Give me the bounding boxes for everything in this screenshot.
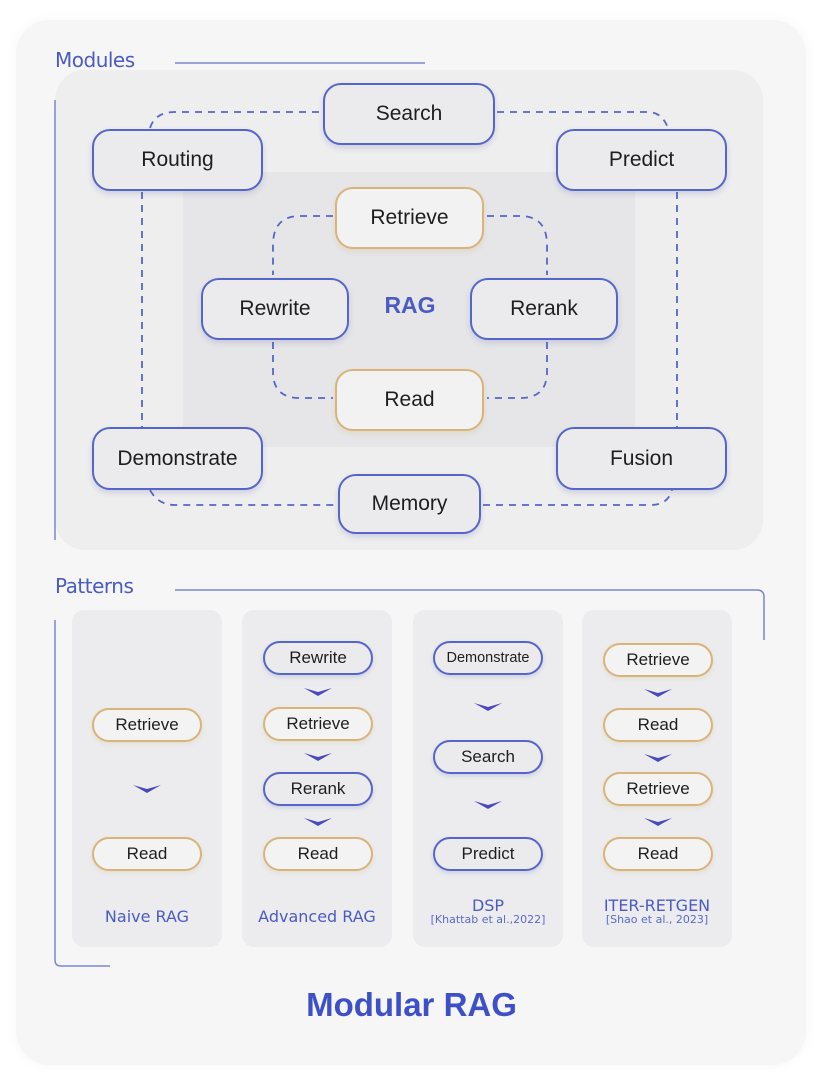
rag-rewrite-label: Rewrite: [239, 297, 311, 320]
diagram-title: Modular RAG: [306, 986, 517, 1023]
rag-read-label: Read: [384, 388, 435, 411]
pattern-step: Retrieve: [603, 772, 713, 806]
module-search-label: Search: [375, 102, 443, 125]
chevron-down-icon: [474, 801, 502, 809]
pattern-step-label: Read: [297, 844, 339, 863]
pattern-step-label: Retrieve: [626, 779, 690, 798]
module-routing-label: Routing: [141, 148, 214, 171]
rag-center-label: RAG: [384, 292, 436, 318]
chevron-down-icon: [644, 754, 672, 762]
module-fusion: Fusion: [556, 427, 727, 490]
rag-rewrite: Rewrite: [201, 278, 349, 340]
pattern-step: Search: [433, 740, 543, 774]
pattern-citation: [Shao et al., 2023]: [605, 913, 709, 926]
pattern-step-label: Rerank: [290, 779, 346, 798]
chevron-down-icon: [304, 753, 332, 761]
module-fusion-label: Fusion: [609, 446, 674, 470]
patterns-bracket-line: [54, 620, 110, 967]
chevron-down-icon: [644, 818, 672, 826]
pattern-step: Read: [263, 837, 373, 871]
pattern-step-label: Rewrite: [289, 648, 347, 667]
pattern-step-label: Predict: [461, 844, 515, 863]
module-search: Search: [323, 83, 495, 145]
pattern-step: Predict: [433, 837, 543, 871]
modules-label: Modules: [55, 48, 135, 72]
pattern-step: Retrieve: [603, 643, 713, 677]
outer-dashed-ring: [141, 111, 678, 506]
pattern-step: Demonstrate: [433, 641, 543, 675]
pattern-step-label: Search: [461, 747, 515, 766]
pattern-step-label: Retrieve: [286, 714, 350, 733]
rag-read: Read: [335, 369, 484, 431]
module-memory-label: Memory: [371, 492, 448, 515]
pattern-step: Rewrite: [263, 641, 373, 675]
module-demonstrate-label: Demonstrate: [117, 446, 238, 470]
pattern-naive-rag: [72, 610, 222, 947]
patterns-header-line: [175, 589, 765, 640]
rag-retrieve: Retrieve: [335, 187, 484, 249]
pattern-step-label: Retrieve: [115, 715, 179, 734]
module-predict: Predict: [556, 129, 727, 191]
pattern-step-label: Retrieve: [626, 650, 690, 669]
chevron-down-icon: [304, 818, 332, 826]
pattern-title: Advanced RAG: [258, 907, 376, 926]
module-demonstrate: Demonstrate: [92, 427, 263, 490]
pattern-step: Rerank: [263, 772, 373, 806]
pattern-step: Read: [603, 837, 713, 871]
chevron-down-icon: [644, 689, 672, 697]
inner-dashed-ring: [272, 215, 548, 399]
pattern-step: Retrieve: [92, 708, 202, 742]
module-predict-label: Predict: [608, 148, 675, 171]
pattern-step-label: Demonstrate: [446, 650, 530, 666]
patterns-label: Patterns: [55, 574, 134, 598]
pattern-title: ITER-RETGEN: [603, 896, 711, 915]
chevron-down-icon: [133, 785, 161, 793]
pattern-citation: [Khattab et al.,2022]: [430, 913, 546, 926]
pattern-step: Read: [92, 837, 202, 871]
module-memory: Memory: [338, 474, 481, 534]
pattern-step: Retrieve: [263, 707, 373, 741]
module-routing: Routing: [92, 129, 263, 191]
pattern-step-label: Read: [126, 844, 168, 863]
pattern-title: Naive RAG: [104, 907, 190, 926]
rag-retrieve-label: Retrieve: [370, 206, 449, 229]
pattern-step-label: Read: [637, 844, 679, 863]
pattern-step: Read: [603, 708, 713, 742]
chevron-down-icon: [304, 688, 332, 696]
rag-rerank: Rerank: [470, 278, 618, 340]
chevron-down-icon: [474, 703, 502, 711]
pattern-step-label: Read: [637, 715, 679, 734]
pattern-title: DSP: [471, 896, 505, 915]
rag-rerank-label: Rerank: [510, 297, 578, 320]
